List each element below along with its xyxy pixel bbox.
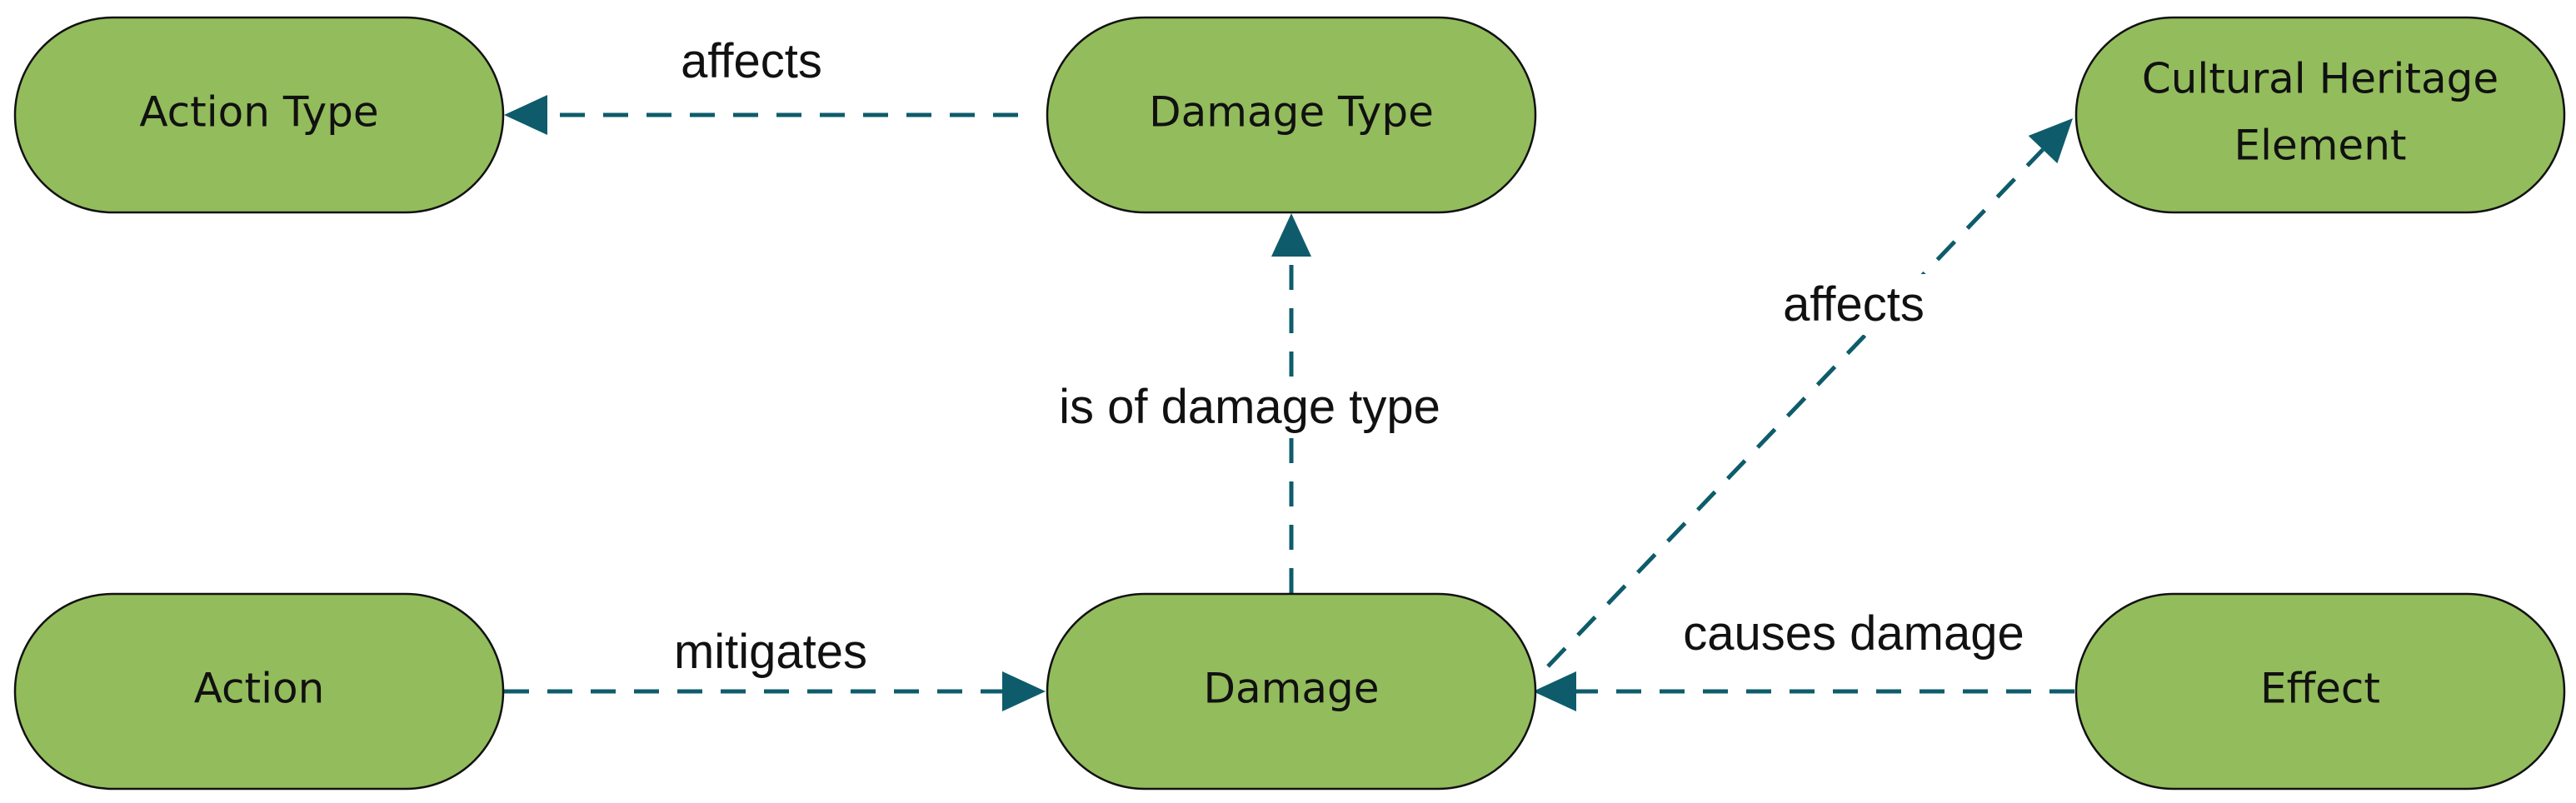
edge-label: affects: [1783, 277, 1925, 332]
edge-line: [1546, 147, 2044, 668]
edge-label: causes damage: [1683, 606, 2024, 661]
node-shape[interactable]: [1046, 592, 1537, 791]
edge-label-background: [1776, 274, 1931, 335]
node-shape[interactable]: [13, 592, 505, 791]
edge-label-group: causes damage: [1683, 606, 2024, 661]
edge-action-mitigates-damage: [504, 671, 1046, 711]
edge-damage-is-of-damage-type: [1271, 213, 1311, 593]
node-label: Action: [194, 665, 325, 713]
edge-label: mitigates: [674, 625, 867, 679]
node-label: Element: [2234, 122, 2406, 170]
edge-label-group: is of damage type: [1052, 377, 1447, 437]
nodes-layer: Action Type Damage Type Cultural HeritageE…: [13, 16, 2566, 791]
node-action-type[interactable]: Action Type: [13, 16, 505, 214]
node-effect[interactable]: Effect: [2074, 592, 2566, 791]
edge-label-group: mitigates: [674, 625, 867, 679]
node-action[interactable]: Action: [13, 592, 505, 791]
edge-label: is of damage type: [1059, 380, 1440, 434]
arrowhead-icon: [2028, 118, 2073, 164]
node-label: Action Type: [139, 88, 378, 137]
arrowhead-icon: [1533, 671, 1576, 711]
edge-damage-type-affects-action-type: [504, 95, 1018, 135]
edge-label-background: [1052, 377, 1447, 437]
node-label: Effect: [2260, 665, 2380, 713]
node-shape[interactable]: [2074, 592, 2566, 791]
arrowhead-icon: [1271, 213, 1311, 257]
edges-layer: [504, 95, 2074, 711]
edge-label-group: affects: [681, 34, 822, 88]
node-damage[interactable]: Damage: [1046, 592, 1537, 791]
edge-label: affects: [681, 34, 822, 88]
arrowhead-icon: [504, 95, 547, 135]
node-label: Damage: [1204, 665, 1380, 713]
node-shape[interactable]: [2074, 16, 2566, 214]
edge-damage-affects-cultural-heritage-element: [1546, 118, 2073, 668]
node-label: Damage Type: [1149, 88, 1434, 137]
node-damage-type[interactable]: Damage Type: [1046, 16, 1537, 214]
edge-effect-causes-damage: [1533, 671, 2074, 711]
edge-label-group: affects: [1776, 274, 1931, 335]
arrowhead-icon: [1002, 671, 1046, 711]
node-label: Cultural Heritage: [2142, 55, 2499, 103]
node-shape[interactable]: [1046, 16, 1537, 214]
edge-labels-layer: affects is of damage type affects mitigates…: [674, 34, 2024, 679]
node-shape[interactable]: [13, 16, 505, 214]
